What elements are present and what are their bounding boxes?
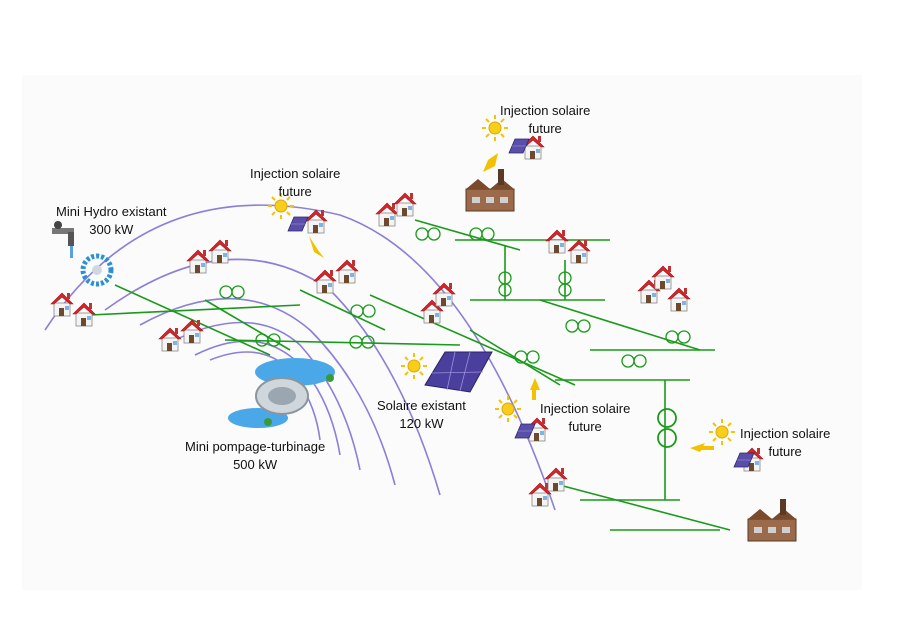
- solar-existing-power: 120 kW: [399, 416, 444, 431]
- water-tap-icon: [52, 221, 74, 258]
- solar-future-mid-label: Injection solaire future: [540, 400, 630, 436]
- solar-future-subtitle: future: [528, 121, 562, 136]
- flow-arrows: [309, 153, 714, 452]
- solar-existing-label: Solaire existant 120 kW: [377, 397, 466, 433]
- pumped-storage-title: Mini pompage-turbinage: [185, 439, 326, 454]
- mini-hydro: [52, 221, 114, 287]
- solar-future-subtitle: future: [768, 444, 802, 459]
- mini-hydro-power: 300 kW: [89, 222, 134, 237]
- pumped-storage-label: Mini pompage-turbinage 500 kW: [185, 438, 325, 474]
- diagram-background: [22, 75, 862, 590]
- solar-future-left-label: Injection solaire future: [250, 165, 340, 201]
- pumped-storage-power: 500 kW: [233, 457, 278, 472]
- solar-future-right-label: Injection solaire future: [740, 425, 830, 461]
- turbine-wheel-icon: [80, 253, 114, 287]
- solar-future-title: Injection solaire: [250, 166, 341, 181]
- solar-future-title: Injection solaire: [740, 426, 831, 441]
- main-transformer: [657, 408, 677, 448]
- pumped-storage: [228, 358, 335, 428]
- mini-hydro-label: Mini Hydro existant 300 kW: [56, 203, 167, 239]
- solar-array: [424, 351, 493, 393]
- solar-future-title: Injection solaire: [500, 103, 591, 118]
- solar-future-top-label: Injection solaire future: [500, 102, 590, 138]
- solar-future-subtitle: future: [568, 419, 602, 434]
- mini-hydro-title: Mini Hydro existant: [56, 204, 167, 219]
- transformer-icon: [657, 408, 677, 428]
- solar-future-title: Injection solaire: [540, 401, 631, 416]
- solar-existing-title: Solaire existant: [377, 398, 466, 413]
- solar-future-subtitle: future: [278, 184, 312, 199]
